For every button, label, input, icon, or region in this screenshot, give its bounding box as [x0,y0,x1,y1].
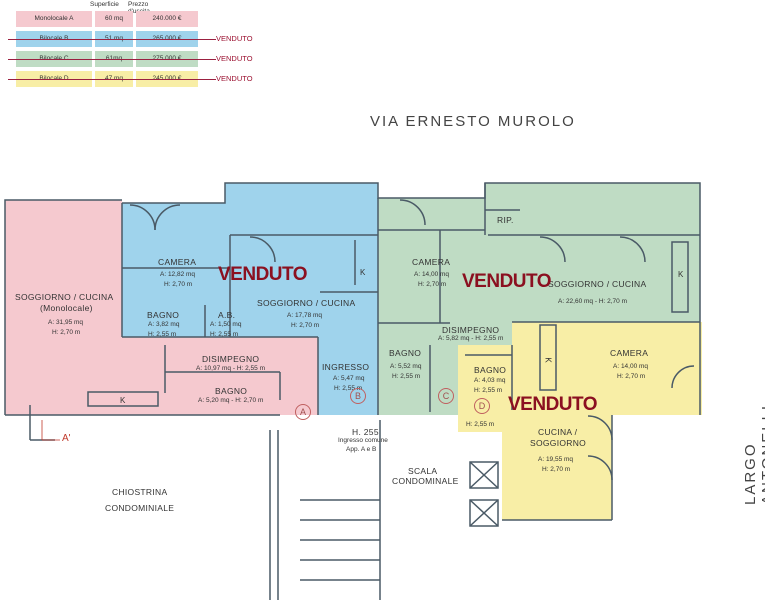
legend-row: Bilocale D47 mq245.000 €VENDUTO [8,71,253,87]
room-c-camera-area: A: 14,00 mq [414,271,450,278]
room-c-disimpegno-name: DISIMPEGNO [442,325,500,335]
room-b-ab-area: A: 1,50 mq [210,321,242,328]
room-d-bagno-name: BAGNO [474,365,507,375]
strikethrough-line [8,59,216,60]
kitchen-mark-b: K [360,268,366,277]
room-d-camera-name: CAMERA [610,348,649,358]
unit-d-area [458,322,702,520]
stair-label-2: CONDOMINALE [392,476,459,486]
unit-marker-b: B [350,388,366,404]
room-a-disimpegno-name: DISIMPEGNO [202,354,260,364]
room-d-cucina-name: CUCINA / [538,427,578,437]
room-a-soggiorno-sub: (Monolocale) [40,303,93,313]
legend-price: 240.000 € [136,11,198,27]
section-mark: A' [62,433,71,444]
room-c-rip-name: RIP. [497,215,514,225]
room-d-camera-height: H: 2,70 m [617,373,646,380]
sold-label-c: VENDUTO [462,271,552,292]
unit-marker-d: D [474,398,490,414]
room-d-camera-area: A: 14,00 mq [613,363,649,370]
room-d-cucina-name2: SOGGIORNO [530,438,587,448]
legend-name: Monolocale A [16,11,92,27]
room-b-soggiorno-area: A: 17,78 mq [287,312,323,319]
room-c-bagno-height: H: 2,55 m [392,373,421,380]
room-b-ab-name: A.B. [218,310,236,320]
room-b-bagno-area: A: 3,82 mq [148,321,180,328]
room-d-cucina-height: H: 2,70 m [542,466,571,473]
unit-c-area [378,183,700,415]
strikethrough-line [8,39,216,40]
room-b-soggiorno-height: H: 2,70 m [291,322,320,329]
room-d-bagno-height: H: 2,55 m [474,387,503,394]
legend-row: Bilocale B51 mq265.000 €VENDUTO [8,31,253,47]
court-label-2: CONDOMINIALE [105,503,175,513]
common-height: H. 255 [352,427,379,437]
court-label: CHIOSTRINA [112,487,168,497]
room-c-bagno-name: BAGNO [389,348,422,358]
street-via-ernesto-murolo: VIA ERNESTO MUROLO [370,113,576,130]
room-c-camera-height: H: 2,70 m [418,281,447,288]
street-largo-antonelli: LARGO ANTONELLI [742,403,765,505]
kitchen-mark-c: K [678,270,684,279]
kitchen-mark-a: K [120,396,126,405]
room-c-camera-name: CAMERA [412,257,451,267]
room-b-ingresso-area: A: 5,47 mq [333,375,365,382]
legend-status: VENDUTO [216,34,253,43]
room-a-bagno-name: BAGNO [215,386,248,396]
room-b-camera-name: CAMERA [158,257,197,267]
unit-marker-c: C [438,388,454,404]
room-b-camera-height: H: 2,70 m [164,281,193,288]
room-c-soggiorno-area: A: 22,60 mq - H: 2,70 m [558,298,628,305]
room-a-soggiorno-height: H: 2,70 m [52,329,81,336]
unit-b-area [122,183,378,415]
unit-a-area [5,200,318,415]
room-d-cucina-area: A: 19,55 mq [538,456,574,463]
room-b-ingresso-name: INGRESSO [322,362,370,372]
unit-marker-a: A [295,404,311,420]
room-b-bagno-height: H: 2,55 m [148,331,177,338]
legend-status: VENDUTO [216,74,253,83]
common-entrance: Ingresso comune [338,437,388,444]
stair-label: SCALA [408,466,438,476]
room-a-bagno-area: A: 5,20 mq - H: 2,70 m [198,397,264,404]
room-c-disimpegno-area: A: 5,82 mq - H: 2,55 m [438,335,504,342]
room-a-soggiorno-area: A: 31,95 mq [48,319,84,326]
legend-status: VENDUTO [216,54,253,63]
room-b-soggiorno-name: SOGGIORNO / CUCINA [257,298,356,308]
room-a-soggiorno-name: SOGGIORNO / CUCINA [15,292,114,302]
room-b-bagno-name: BAGNO [147,310,180,320]
room-c-soggiorno-name: SOGGIORNO / CUCINA [548,279,647,289]
room-b-camera-area: A: 12,82 mq [160,271,196,278]
legend-row: Bilocale C61mq275.000 €VENDUTO [8,51,253,67]
strikethrough-line [8,79,216,80]
sold-label-b: VENDUTO [218,264,308,285]
room-b-ab-height: H: 2,55 m [210,331,239,338]
kitchen-mark-d: K [543,357,553,363]
sold-label-d: VENDUTO [508,394,598,415]
room-d-ingresso-height: H: 2,55 m [466,421,495,428]
room-d-bagno-area: A: 4,03 mq [474,377,506,384]
legend-area: 60 mq [95,11,133,27]
room-c-bagno-area: A: 5,52 mq [390,363,422,370]
room-a-disimpegno-area: A: 10,97 mq - H: 2,55 m [196,365,266,372]
room-b-ingresso-height: H: 2,55 m [334,385,363,392]
legend-header-area: Superficie [90,1,119,8]
common-apps: App. A e B [346,446,377,453]
